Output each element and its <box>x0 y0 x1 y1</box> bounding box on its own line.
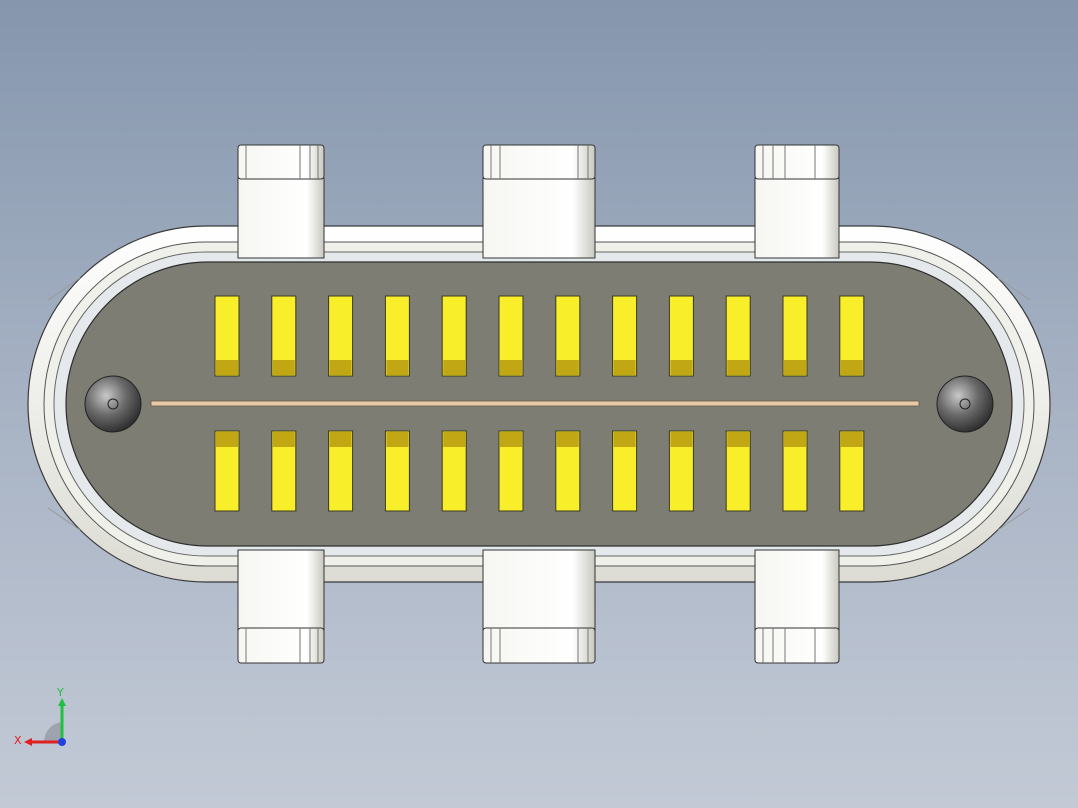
pin-top-1 <box>214 295 240 377</box>
pin-top-7 <box>555 295 581 377</box>
latch-tab-bottom-center <box>482 549 596 664</box>
pin-bottom-3 <box>328 430 354 512</box>
latch-tab-bottom-right <box>754 549 840 664</box>
pin-bottom-4 <box>384 430 410 512</box>
pin-bottom-8 <box>612 430 638 512</box>
center-divider <box>150 400 920 407</box>
pin-bottom-12 <box>839 430 865 512</box>
x-axis-label: X <box>14 734 22 747</box>
guide-post-right <box>936 375 994 433</box>
z-axis-icon <box>58 738 66 746</box>
pin-top-3 <box>328 295 354 377</box>
pin-bottom-9 <box>668 430 694 512</box>
pin-top-8 <box>612 295 638 377</box>
pin-bottom-1 <box>214 430 240 512</box>
pin-top-10 <box>725 295 751 377</box>
y-axis-label: Y <box>56 686 64 699</box>
pin-bottom-11 <box>782 430 808 512</box>
pin-bottom-2 <box>271 430 297 512</box>
latch-tab-top-center <box>482 144 596 259</box>
latch-tab-top-right <box>754 144 840 259</box>
latch-tabs-bottom <box>237 549 840 664</box>
pin-top-11 <box>782 295 808 377</box>
pin-top-12 <box>839 295 865 377</box>
coordinate-triad: X Y <box>14 686 66 747</box>
pin-row-top <box>214 295 865 377</box>
pin-top-4 <box>384 295 410 377</box>
latch-tab-top-left <box>237 144 325 259</box>
pin-top-5 <box>441 295 467 377</box>
latch-tabs-top <box>237 144 840 259</box>
pin-top-2 <box>271 295 297 377</box>
pin-row-bottom <box>214 430 865 512</box>
pin-bottom-5 <box>441 430 467 512</box>
pin-top-9 <box>668 295 694 377</box>
pin-bottom-10 <box>725 430 751 512</box>
guide-post-left <box>84 375 142 433</box>
triad-plane-icon <box>43 722 62 742</box>
pin-bottom-7 <box>555 430 581 512</box>
pin-top-6 <box>498 295 524 377</box>
pin-bottom-6 <box>498 430 524 512</box>
latch-tab-bottom-left <box>237 549 325 664</box>
